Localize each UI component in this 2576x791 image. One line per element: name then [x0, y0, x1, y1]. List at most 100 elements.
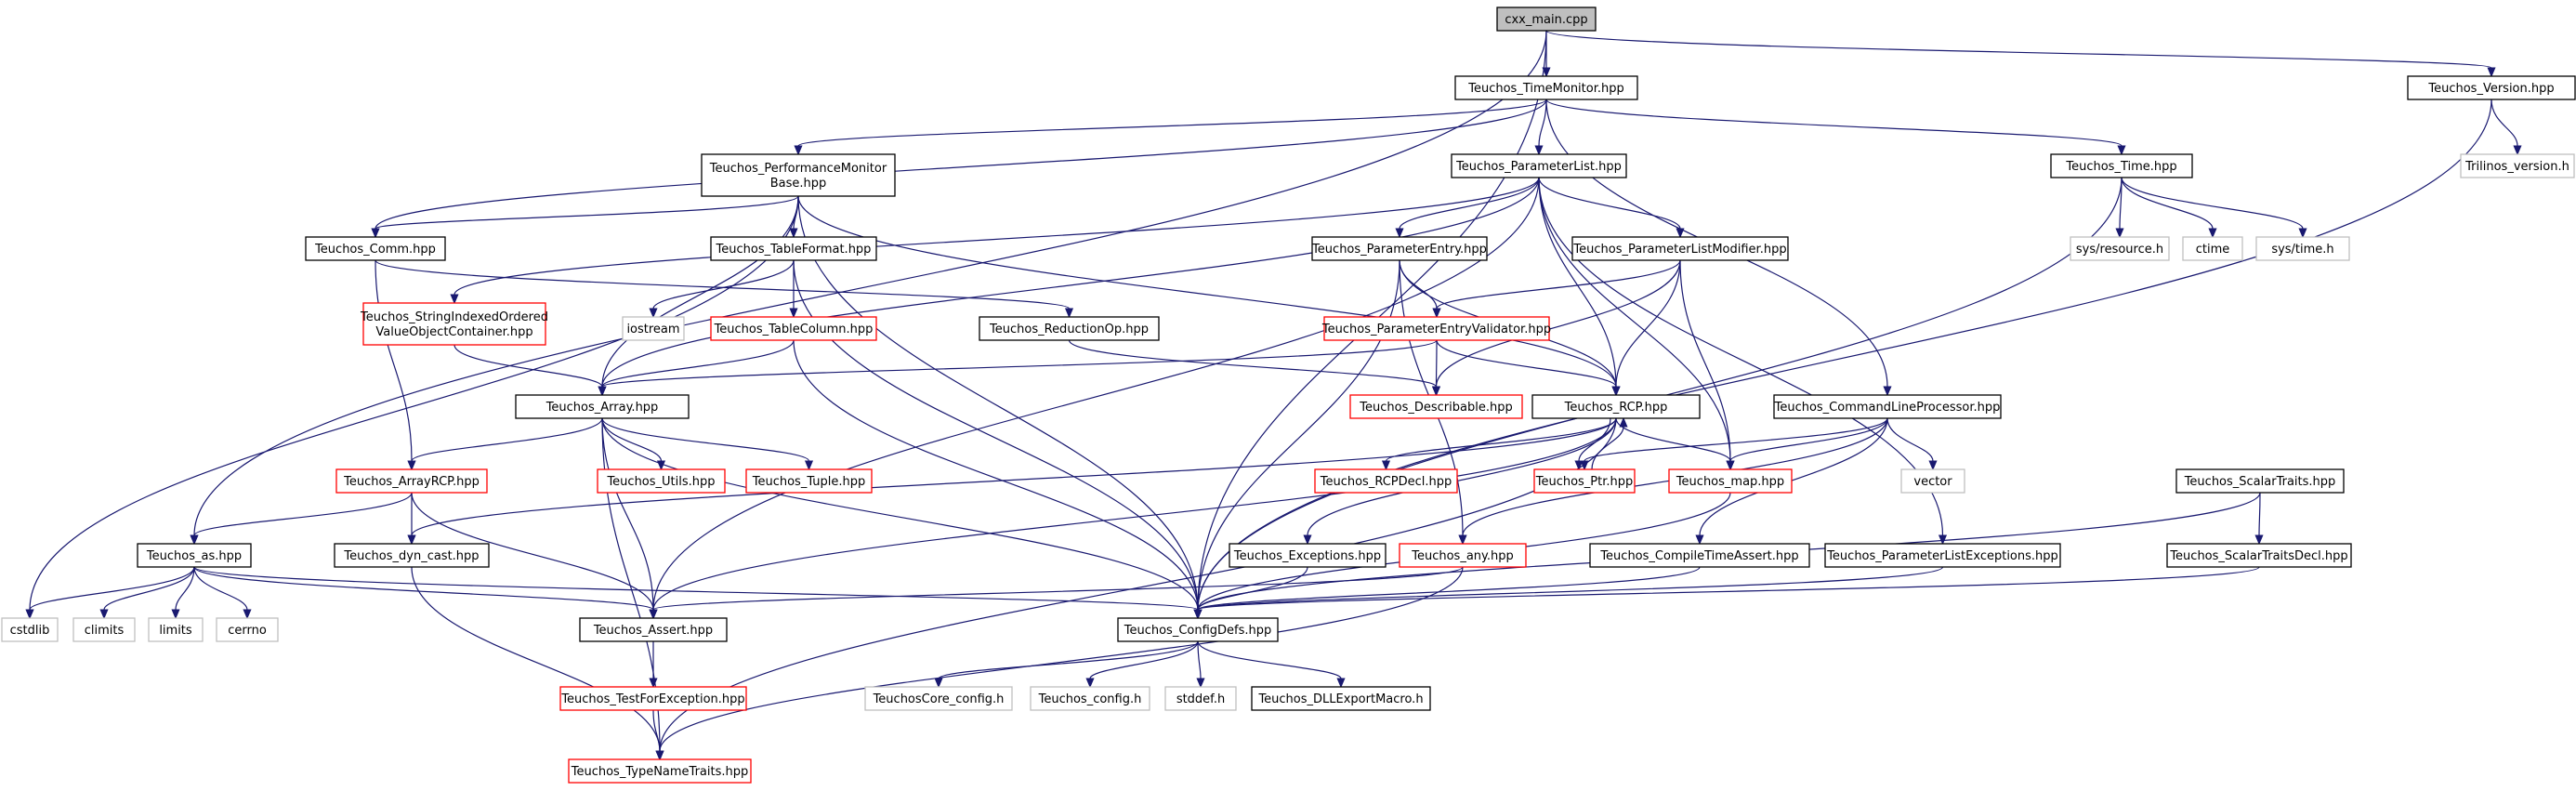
node-teuchos-tablecolumn-hpp[interactable]: Teuchos_TableColumn.hpp — [710, 316, 877, 341]
arrowhead-icon — [1542, 67, 1551, 78]
node-label: Teuchos_DLLExportMacro.h — [1257, 692, 1423, 706]
edge-line — [1197, 566, 1701, 611]
node-box — [334, 543, 490, 568]
node-box — [1454, 75, 1638, 100]
edge-layer — [25, 30, 2522, 761]
node-teuchos-dllexportmacro-h[interactable]: Teuchos_DLLExportMacro.h — [1251, 686, 1431, 711]
arrowhead-icon — [407, 534, 416, 546]
arrowhead-icon — [1534, 145, 1544, 156]
node-teuchos-parameterlistmodifier-hpp[interactable]: Teuchos_ParameterListModifier.hpp — [1571, 236, 1789, 261]
node-label: Teuchos_CompileTimeAssert.hpp — [1599, 549, 1798, 563]
arrowhead-icon — [1458, 534, 1467, 546]
edge-line — [453, 177, 1540, 296]
edge-line — [193, 566, 1199, 611]
node-teuchos-any-hpp[interactable]: Teuchos_any.hpp — [1399, 543, 1527, 568]
node-teuchos-reductionop-hpp[interactable]: Teuchos_ReductionOp.hpp — [979, 316, 1160, 341]
edge-line — [411, 417, 603, 462]
node-box — [1451, 153, 1627, 178]
node-cxx-main-cpp[interactable]: cxx_main.cpp — [1496, 7, 1597, 32]
node-teuchos-commandlineprocessor-hpp[interactable]: Teuchos_CommandLineProcessor.hpp — [1773, 394, 2002, 419]
node-teuchos-map-hpp[interactable]: Teuchos_map.hpp — [1668, 468, 1793, 494]
node-teuchos-array-hpp[interactable]: Teuchos_Array.hpp — [515, 394, 690, 419]
node-teuchos-tuple-hpp[interactable]: Teuchos_Tuple.hpp — [745, 468, 873, 494]
edge-line — [1197, 640, 1202, 679]
node-teuchos-scalartraits-hpp[interactable]: Teuchos_ScalarTraits.hpp — [2175, 468, 2345, 494]
node-box — [710, 316, 877, 341]
node-teuchos-ptr-hpp[interactable]: Teuchos_Ptr.hpp — [1533, 468, 1636, 494]
edge-teuchos-array-hpp-to-teuchos-tuple-hpp — [601, 417, 814, 471]
edge-line — [1089, 640, 1199, 679]
node-label: Teuchos_ParameterEntry.hpp — [1311, 243, 1487, 257]
edge-teuchos-as-hpp-to-teuchos-assert-hpp — [193, 566, 658, 620]
node-teuchos-testforexception-hpp[interactable]: Teuchos_TestForException.hpp — [559, 686, 747, 711]
node-teuchos-dyn-cast-hpp[interactable]: Teuchos_dyn_cast.hpp — [334, 543, 490, 568]
node-label: Trilinos_version.h — [2464, 160, 2569, 174]
node-box — [2182, 236, 2243, 261]
node-teuchos-utils-hpp[interactable]: Teuchos_Utils.hpp — [597, 468, 726, 494]
node-teuchos-as-hpp[interactable]: Teuchos_as.hpp — [137, 543, 252, 568]
node-label: Teuchos_Array.hpp — [545, 401, 659, 415]
node-stddef-h: stddef.h — [1164, 686, 1237, 711]
node-teuchos-rcpdecl-hpp[interactable]: Teuchos_RCPDecl.hpp — [1314, 468, 1458, 494]
node-teuchos-assert-hpp[interactable]: Teuchos_Assert.hpp — [579, 617, 728, 642]
node-label: Teuchos_config.h — [1038, 692, 1142, 706]
node-teuchos-comm-hpp[interactable]: Teuchos_Comm.hpp — [305, 236, 446, 261]
node-teuchos-version-hpp[interactable]: Teuchos_Version.hpp — [2407, 75, 2576, 100]
arrowhead-icon — [243, 609, 252, 620]
node-box — [515, 394, 690, 419]
edge-teuchos-timemonitor-hpp-to-teuchos-parameterlist-hpp — [1534, 99, 1547, 156]
edge-line — [601, 417, 663, 462]
edge-teuchos-timemonitor-hpp-to-teuchos-time-hpp — [1545, 99, 2126, 156]
arrowhead-icon — [450, 294, 459, 305]
edge-teuchos-ptr-hpp-to-teuchos-rcp-hpp — [1591, 416, 1628, 470]
node-box — [568, 758, 752, 784]
node-label: TeuchosCore_config.h — [873, 692, 1005, 706]
edge-teuchos-assert-hpp-to-teuchos-testforexception-hpp — [649, 641, 658, 689]
edge-line — [411, 417, 1617, 536]
edge-line — [1197, 566, 1944, 611]
node-teuchos-arrayrcp-hpp[interactable]: Teuchos_ArrayRCP.hpp — [335, 468, 488, 494]
node-box — [1399, 543, 1527, 568]
node-trilinos-version-h: Trilinos_version.h — [2460, 153, 2575, 178]
node-box — [745, 468, 873, 494]
arrowhead-icon — [1432, 308, 1441, 319]
edge-teuchos-configdefs-hpp-to-teuchos-config-h — [1085, 640, 1199, 689]
node-teuchos-time-hpp[interactable]: Teuchos_Time.hpp — [2050, 153, 2193, 178]
node-label: Teuchos_TestForException.hpp — [560, 692, 744, 706]
node-teuchos-parameterentry-hpp[interactable]: Teuchos_ParameterEntry.hpp — [1311, 236, 1488, 261]
node-box — [1349, 394, 1523, 419]
node-box — [597, 468, 726, 494]
edge-line — [797, 195, 1199, 611]
node-teuchos-scalartraitsdecl-hpp[interactable]: Teuchos_ScalarTraitsDecl.hpp — [2166, 543, 2352, 568]
node-teuchos-tableformat-hpp[interactable]: Teuchos_TableFormat.hpp — [710, 236, 877, 261]
edge-line — [1436, 259, 1681, 310]
node-label: Teuchos_ParameterListExceptions.hpp — [1826, 549, 2058, 563]
arrowhead-icon — [1611, 386, 1621, 397]
node-box — [216, 617, 279, 642]
node-teuchos-parameterlistexceptions-hpp[interactable]: Teuchos_ParameterListExceptions.hpp — [1824, 543, 2061, 568]
edge-line — [938, 640, 1199, 679]
arrowhead-icon — [1676, 228, 1685, 239]
arrowhead-icon — [649, 678, 658, 689]
node-teuchos-parameterlist-hpp[interactable]: Teuchos_ParameterList.hpp — [1451, 153, 1627, 178]
node-teuchos-stringindexedorderedvalueobjectcontainer-hpp[interactable]: Teuchos_StringIndexedOrderedValueObjectC… — [360, 302, 548, 346]
arrowhead-icon — [407, 460, 416, 471]
edge-teuchos-as-hpp-to-cerrno — [193, 566, 252, 620]
node-label: Teuchos_Version.hpp — [2427, 82, 2554, 96]
edge-teuchos-rcp-hpp-to-teuchos-exceptions-hpp — [1303, 417, 1617, 546]
edge-line — [797, 195, 1617, 388]
edge-line — [1068, 339, 1438, 388]
node-box — [2407, 75, 2576, 100]
node-teuchos-exceptions-hpp[interactable]: Teuchos_Exceptions.hpp — [1229, 543, 1387, 568]
node-label: Teuchos_Assert.hpp — [593, 624, 713, 638]
node-teuchos-configdefs-hpp[interactable]: Teuchos_ConfigDefs.hpp — [1117, 617, 1279, 642]
node-teuchos-compiletimeassert-hpp[interactable]: Teuchos_CompileTimeAssert.hpp — [1589, 543, 1810, 568]
node-teuchos-parameterentryvalidator-hpp[interactable]: Teuchos_ParameterEntryValidator.hpp — [1321, 316, 1551, 341]
node-teuchos-rcp-hpp[interactable]: Teuchos_RCP.hpp — [1531, 394, 1701, 419]
edge-line — [175, 566, 195, 611]
node-teuchos-timemonitor-hpp[interactable]: Teuchos_TimeMonitor.hpp — [1454, 75, 1638, 100]
node-teuchos-typenametraits-hpp[interactable]: Teuchos_TypeNameTraits.hpp — [568, 758, 752, 784]
node-box — [1824, 543, 2061, 568]
node-teuchos-describable-hpp[interactable]: Teuchos_Describable.hpp — [1349, 394, 1523, 419]
